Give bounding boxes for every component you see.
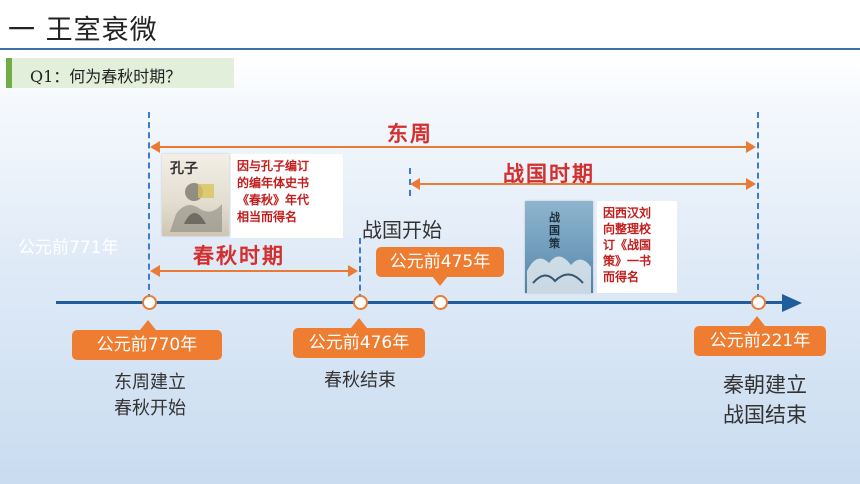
bc221-tag: 公元前221年: [694, 326, 826, 356]
spring-autumn-arrow: [150, 265, 358, 277]
event-bc476: 春秋结束: [300, 368, 420, 394]
zhanguo-note: 因西汉刘 向整理校 订《战国 策》一书 而得名: [597, 201, 677, 293]
chunqiu-note-line: 的编年体史书: [237, 176, 310, 190]
bc771-label: 公元前771年: [18, 238, 119, 258]
question-text: Q1：何为春秋时期？: [30, 67, 182, 86]
bc221-tag-pointer: [749, 316, 765, 326]
guide-bc221: [757, 112, 759, 300]
zhanguo-book-image: 战国策: [525, 201, 593, 293]
warring-states-label: 战国时期: [503, 161, 595, 186]
bc476-tag-pointer: [351, 318, 367, 328]
question-accent-bar: [6, 58, 12, 88]
event-bc770-line1: 东周建立: [114, 372, 186, 393]
chunqiu-note-line: 因与孔子编订: [237, 159, 310, 173]
warring-states-arrow: [410, 178, 756, 190]
chunqiu-note-line: 《春秋》年代: [237, 193, 310, 207]
zhanguo-note-line: 向整理校: [603, 222, 652, 236]
header: 一 王室衰微: [0, 0, 860, 50]
event-bc221-line1: 秦朝建立: [723, 373, 807, 397]
page-title: 一 王室衰微: [8, 15, 158, 46]
zhanguo-note-line: 策》一书: [603, 254, 652, 268]
east-zhou-arrow: [150, 141, 756, 153]
zhanguo-note-line: 因西汉刘: [603, 206, 652, 220]
zhanguo-note-line: 而得名: [603, 270, 640, 284]
warring-start-label: 战国开始: [362, 218, 442, 242]
bc770-tag-pointer: [140, 320, 156, 330]
bc770-tag: 公元前770年: [72, 330, 222, 360]
east-zhou-label: 东周: [387, 121, 433, 146]
event-bc221-line2: 战国结束: [723, 403, 807, 427]
chunqiu-note: 因与孔子编订 的编年体史书 《春秋》年代 相当而得名: [231, 154, 343, 238]
guide-bc770: [148, 112, 150, 300]
timeline-axis: [56, 301, 786, 304]
node-bc770: [142, 295, 157, 310]
event-bc770-line2: 春秋开始: [114, 398, 186, 419]
zhanguo-cover-title: 战国策: [549, 211, 560, 250]
header-rule: [0, 48, 860, 50]
bc476-tag: 公元前476年: [293, 328, 425, 358]
node-bc475: [433, 295, 448, 310]
chunqiu-note-line: 相当而得名: [237, 210, 298, 224]
question-box: Q1：何为春秋时期？: [6, 58, 234, 88]
spring-autumn-label: 春秋时期: [193, 243, 285, 268]
timeline-arrowhead: [782, 294, 802, 312]
node-bc476: [353, 295, 368, 310]
chunqiu-book-illustration: [170, 183, 222, 232]
event-bc221: 秦朝建立 战国结束: [700, 370, 830, 430]
bc475-tag: 公元前475年: [376, 247, 504, 277]
zhanguo-book-illustration: [527, 256, 591, 293]
bc475-tag-pointer: [432, 276, 448, 286]
guide-bc476: [359, 238, 361, 300]
zhanguo-note-line: 订《战国: [603, 238, 652, 252]
chunqiu-book-image: 孔子: [162, 154, 229, 236]
event-bc476-line1: 春秋结束: [324, 370, 396, 391]
event-bc770: 东周建立 春秋开始: [90, 370, 210, 422]
node-bc221: [751, 295, 766, 310]
chunqiu-cover-title: 孔子: [170, 161, 198, 177]
